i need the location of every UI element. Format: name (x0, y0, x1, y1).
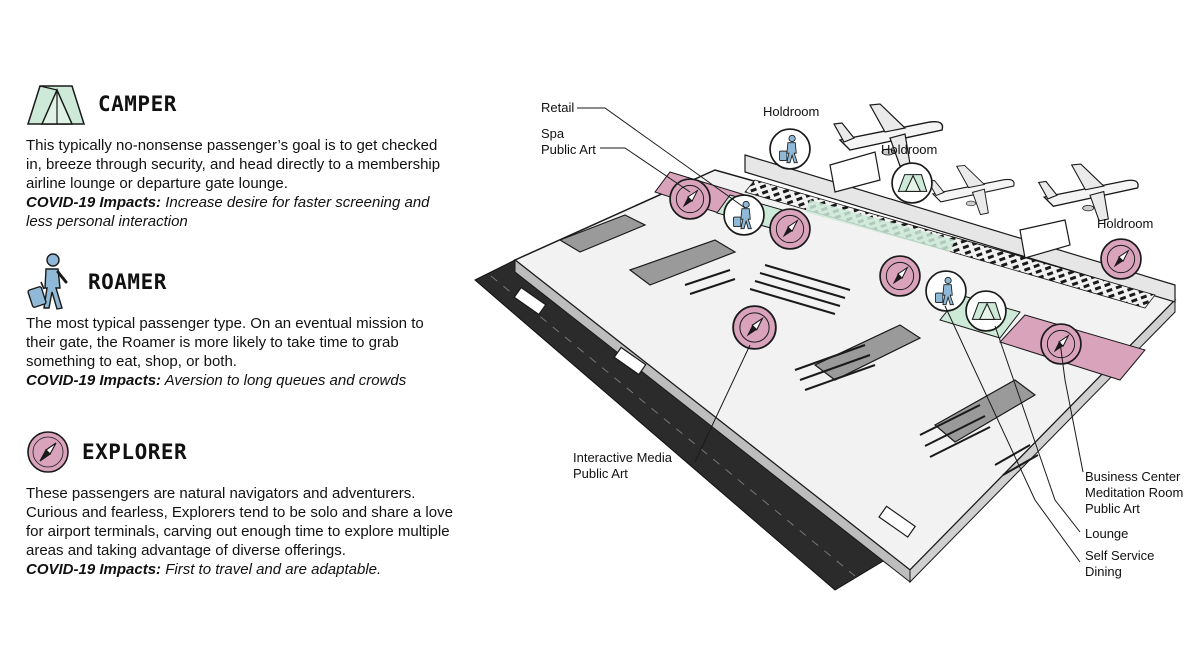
compass-icon (732, 305, 777, 350)
persona-explorer: EXPLORER These passengers are natural na… (26, 424, 456, 579)
traveler-with-suitcase-icon (769, 128, 811, 170)
persona-impact: COVID-19 Impacts: Increase desire for fa… (26, 194, 430, 230)
persona-camper: CAMPER This typically no-nonsense passen… (26, 76, 456, 231)
label-business-public-art: Public Art (1085, 501, 1140, 516)
label-meditation-room: Meditation Room (1085, 485, 1183, 500)
dining-block (558, 214, 1037, 443)
label-lounge: Lounge (1085, 526, 1128, 541)
seating-rows (684, 264, 1039, 476)
compass-icon (27, 431, 69, 473)
label-holdroom: Holdroom (1097, 216, 1153, 231)
persona-description: This typically no-nonsense passenger’s g… (26, 137, 441, 192)
persona-title: CAMPER (98, 92, 177, 116)
tent-icon (965, 290, 1007, 332)
compass-icon (1040, 323, 1082, 365)
label-dining: Dining (1085, 564, 1122, 579)
persona-description: These passengers are natural navigators … (26, 485, 453, 559)
persona-description: The most typical passenger type. On an e… (26, 315, 424, 370)
label-spa: Spa (541, 126, 565, 141)
label-spa-public-art: Public Art (541, 142, 596, 157)
compass-icon (1100, 238, 1142, 280)
persona-roamer: ROAMER The most typical passenger type. … (26, 253, 456, 390)
compass-icon (669, 178, 711, 220)
boarding-bridges (829, 151, 1071, 259)
label-holdroom: Holdroom (763, 104, 819, 119)
label-business-center: Business Center (1085, 469, 1181, 484)
label-retail: Retail (541, 100, 574, 115)
label-interactive-public-art: Public Art (573, 466, 628, 481)
airplane-icon (1038, 163, 1139, 222)
traveler-with-suitcase-icon (27, 253, 68, 310)
airplane-icon (927, 164, 1015, 216)
tent-icon (26, 85, 86, 125)
traveler-with-suitcase-icon (925, 270, 967, 312)
label-interactive-media: Interactive Media (573, 450, 673, 465)
compass-icon (769, 208, 811, 250)
persona-title: ROAMER (88, 270, 167, 294)
label-self-service: Self Service (1085, 548, 1154, 563)
compass-icon (879, 255, 921, 297)
buses (513, 286, 917, 538)
leader-lines (577, 107, 1084, 563)
traveler-with-suitcase-icon (723, 194, 765, 236)
tent-icon (891, 162, 933, 204)
gate-wall (744, 154, 1176, 309)
persona-impact: COVID-19 Impacts: First to travel and ar… (26, 561, 382, 578)
terminal-diagram: Retail Spa Public Art Holdroom Holdroom … (474, 100, 1183, 591)
label-holdroom: Holdroom (881, 142, 937, 157)
persona-title: EXPLORER (82, 440, 188, 464)
persona-impact: COVID-19 Impacts: Aversion to long queue… (26, 372, 407, 389)
